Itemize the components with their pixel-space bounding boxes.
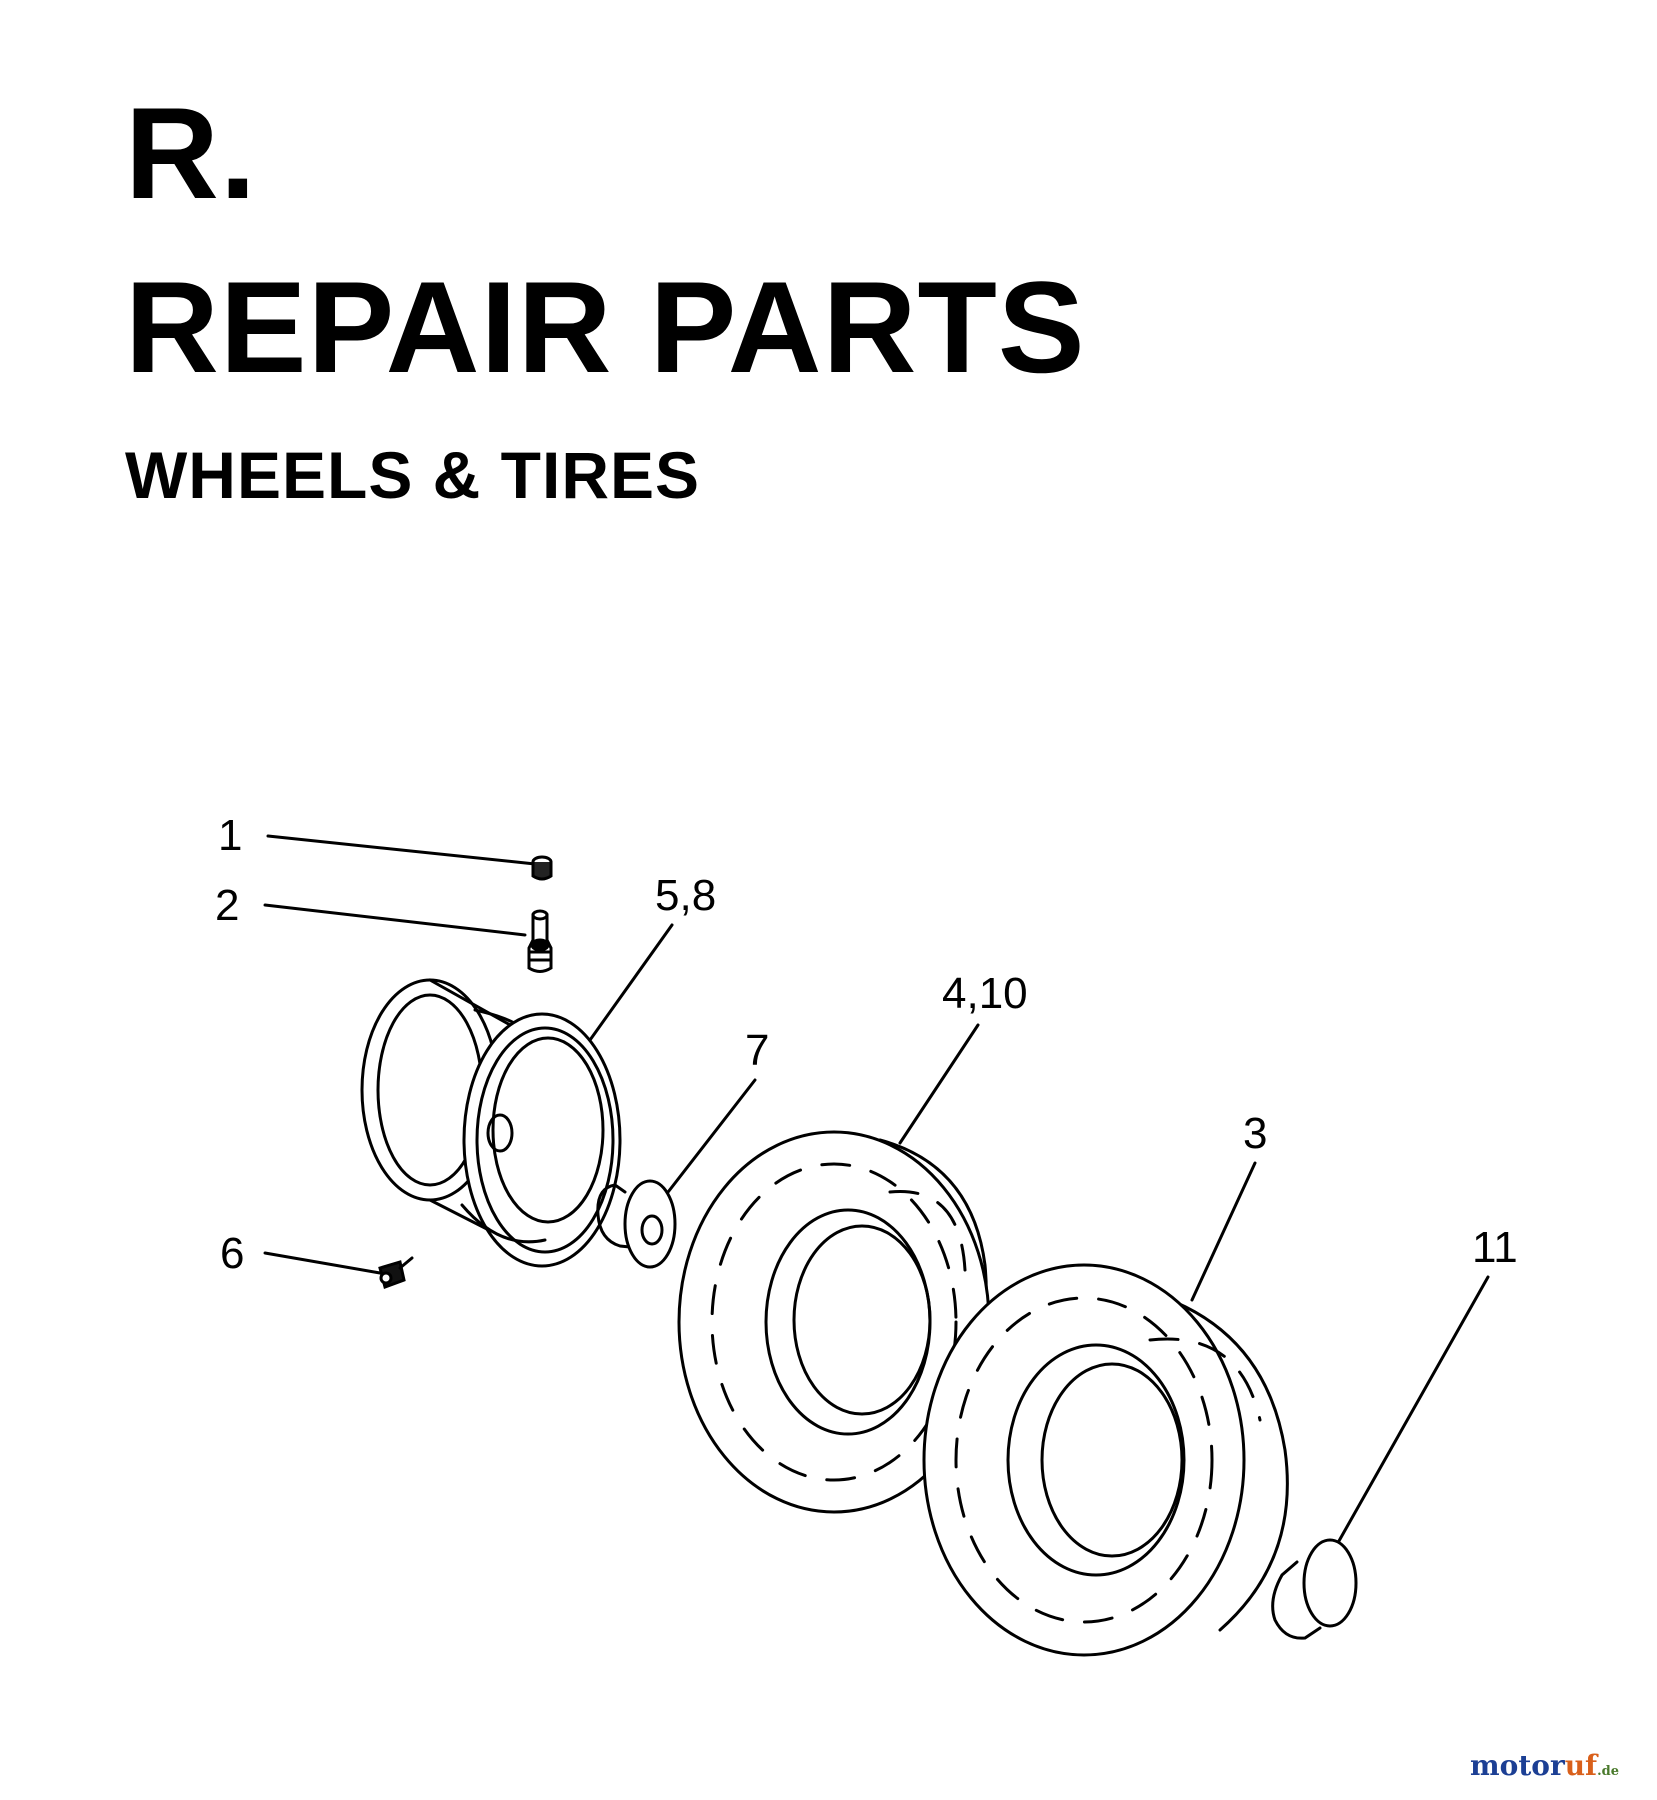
leader-line-1 [266, 834, 537, 866]
callout-11: 11 [1472, 1223, 1518, 1272]
tire-rear-part [922, 1263, 1289, 1657]
watermark-brand-main: motor [1470, 1749, 1565, 1782]
leader-line-4-10 [898, 1023, 980, 1145]
leader-line-7 [656, 1078, 757, 1207]
watermark-brand-accent: uf [1564, 1749, 1598, 1782]
callout-3: 3 [1243, 1109, 1267, 1158]
hub-cap-part [1271, 1538, 1358, 1640]
leader-line-2 [263, 903, 527, 937]
grease-fitting-part [378, 1256, 414, 1289]
page-subtitle: WHEELS & TIRES [125, 438, 701, 512]
wheel-rim-part [360, 978, 622, 1268]
leader-line-3 [1190, 1161, 1257, 1302]
leader-line-6 [263, 1251, 382, 1275]
callout-5-8: 5,8 [655, 871, 716, 920]
callout-6: 6 [220, 1229, 244, 1278]
leader-line-11 [1333, 1275, 1490, 1550]
callout-4-10: 4,10 [942, 969, 1028, 1018]
watermark-logo: motoruf.de [1470, 1749, 1619, 1782]
valve-cap-part [531, 855, 553, 881]
leader-line-5-8 [588, 923, 674, 1042]
bushing-part [596, 1179, 677, 1269]
tire-front-part [677, 1130, 991, 1514]
section-letter: R. [125, 80, 257, 226]
valve-stem-part [527, 909, 553, 973]
callout-1: 1 [218, 811, 242, 860]
callout-2: 2 [215, 881, 239, 930]
callout-7: 7 [745, 1026, 769, 1075]
page-title: REPAIR PARTS [125, 254, 1086, 400]
watermark-domain: .de [1597, 1764, 1619, 1779]
